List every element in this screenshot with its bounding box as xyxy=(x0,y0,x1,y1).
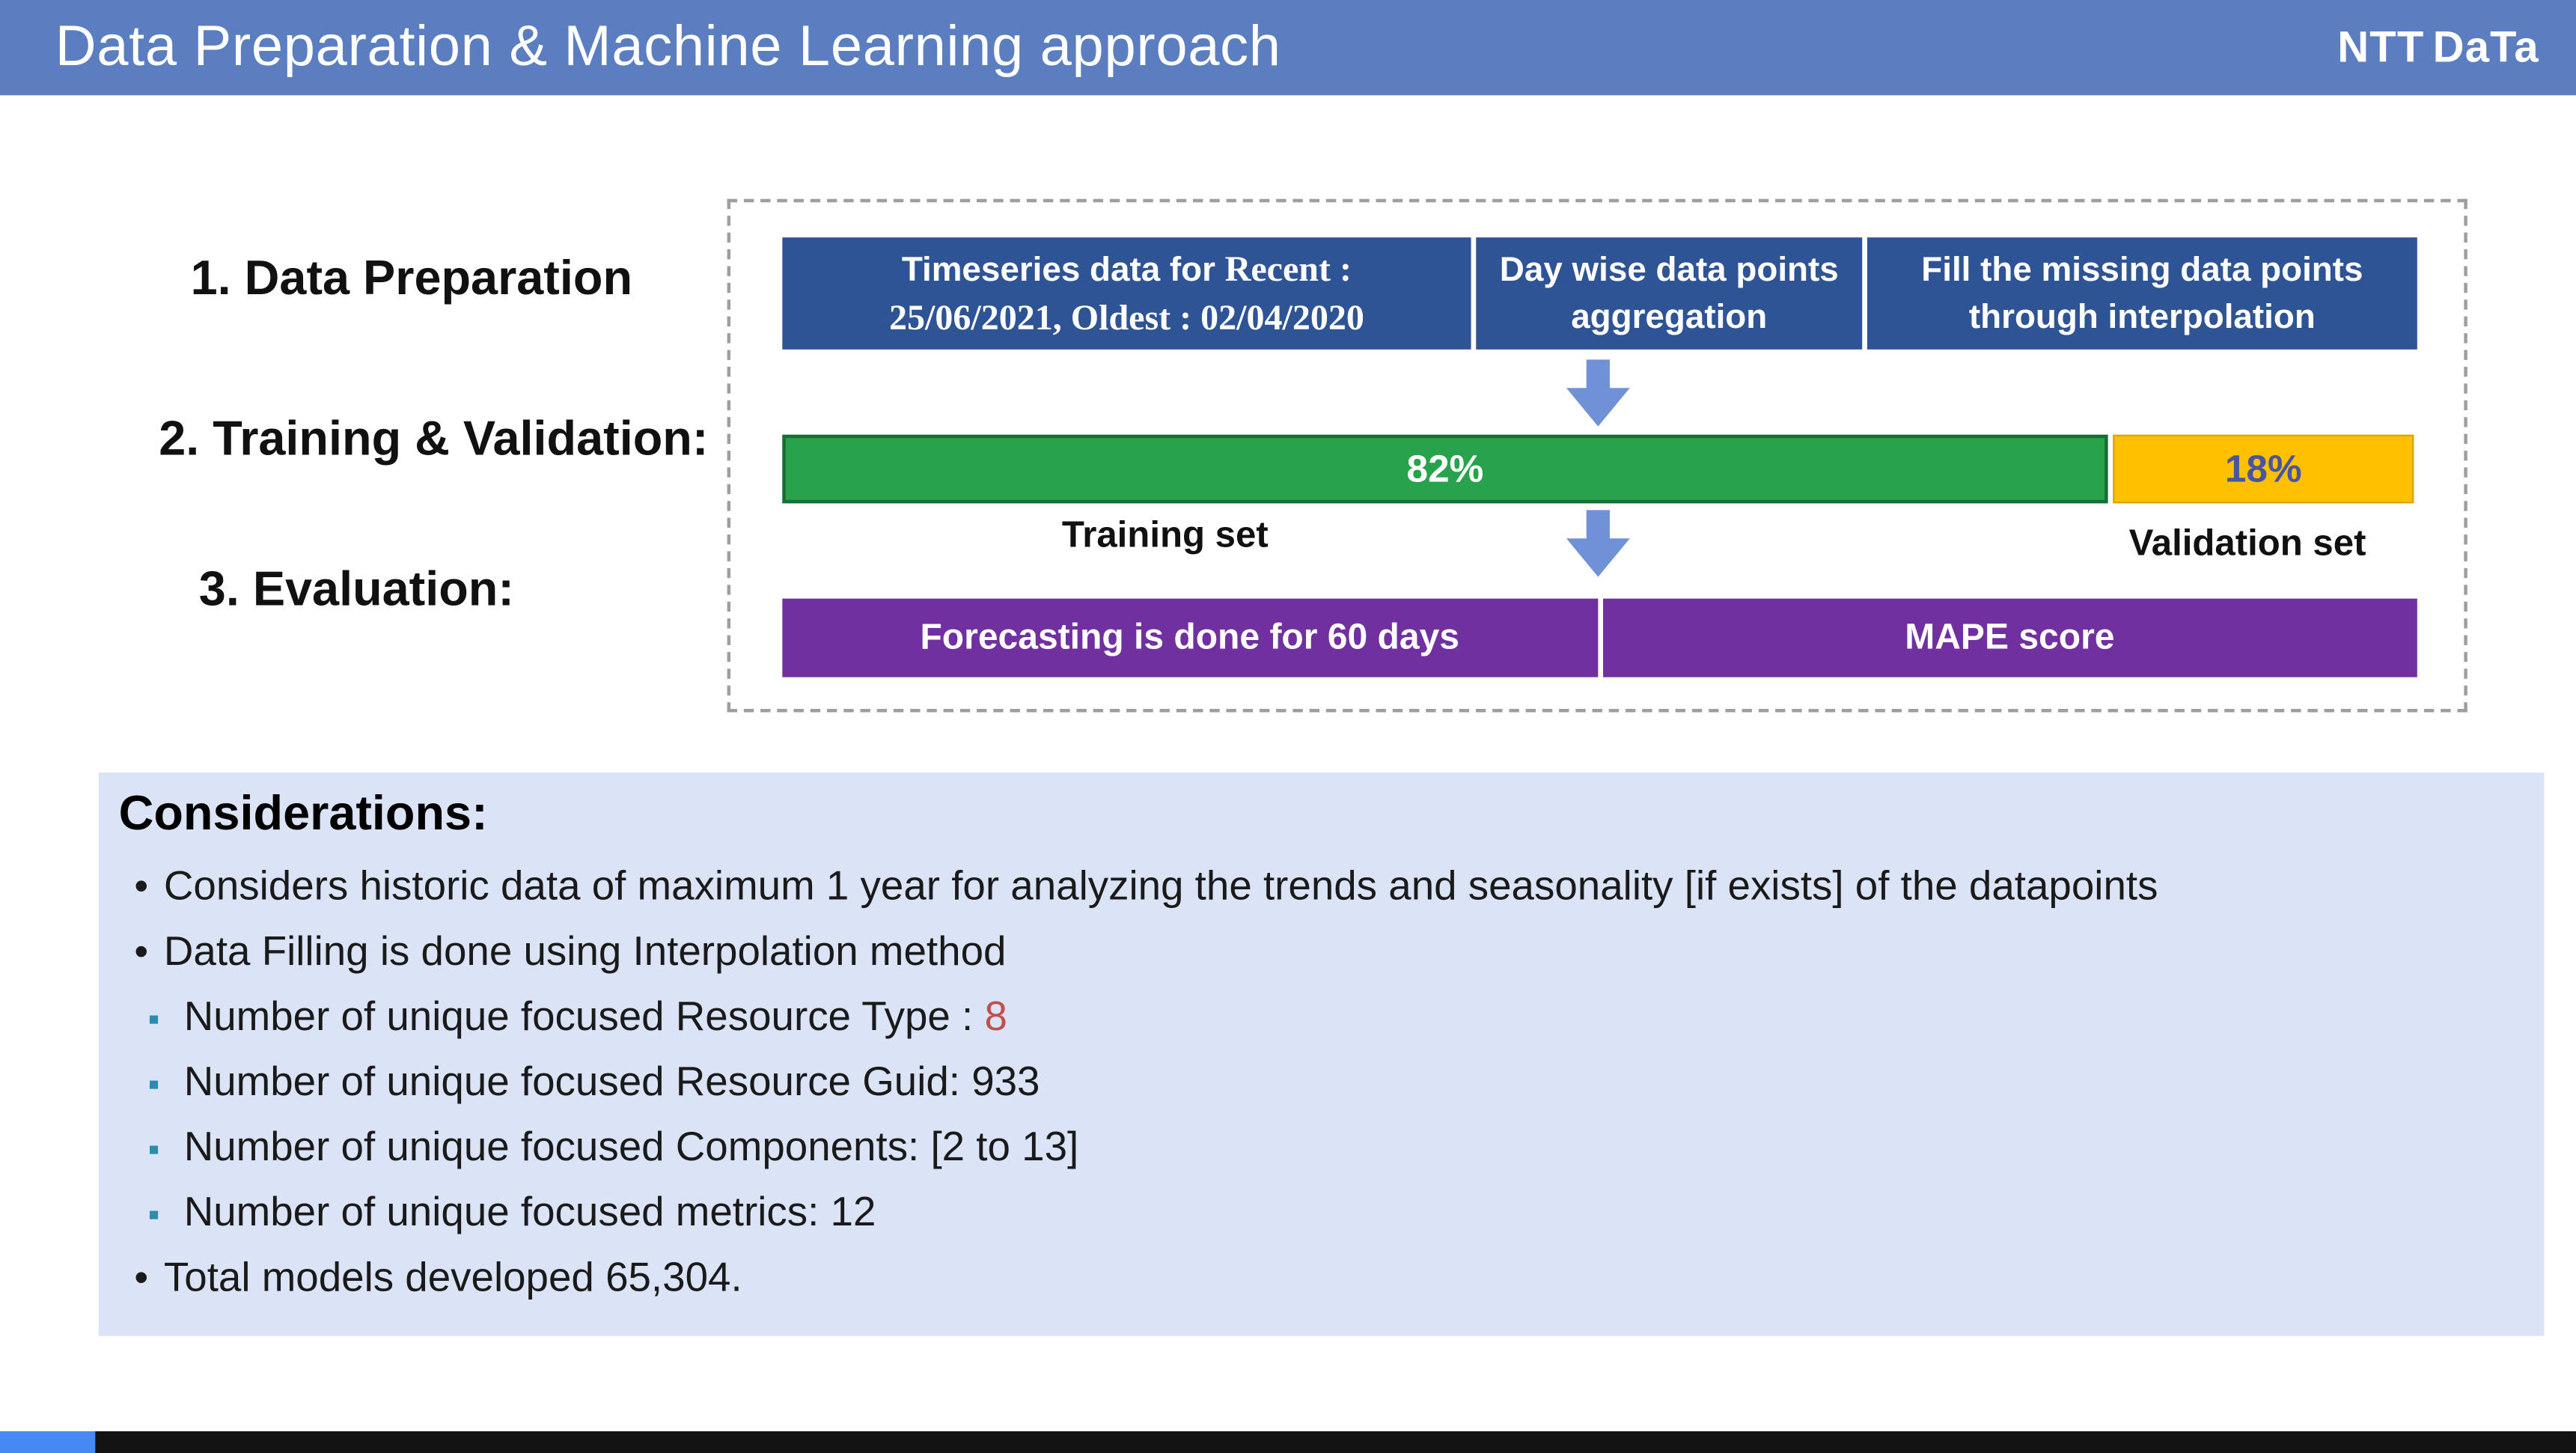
step-label-data-preparation: 1. Data Preparation xyxy=(190,252,633,306)
bullet-square-icon: ▪ xyxy=(147,1066,160,1103)
bullet-dot-icon: • xyxy=(134,1255,149,1300)
list-item-text: Data Filling is done using Interpolation… xyxy=(163,929,1007,975)
list-item: • Total models developed 65,304. xyxy=(119,1255,2508,1302)
timeseries-data-box: Timeseries data for Recent : 25/06/2021,… xyxy=(782,237,1471,350)
bullet-square-icon: ▪ xyxy=(147,1131,160,1169)
daywise-aggregation-box: Day wise data points aggregation xyxy=(1476,237,1863,350)
timeseries-dates: 25/06/2021, Oldest : 02/04/2020 xyxy=(888,296,1364,338)
training-percent-label: 82% xyxy=(1406,446,1484,490)
validation-percent-label: 18% xyxy=(2224,446,2302,490)
list-item-text: Number of unique focused Resource Type :… xyxy=(183,994,1007,1041)
list-item-text: Number of unique focused Resource Guid: … xyxy=(183,1059,1040,1105)
list-item: • Data Filling is done using Interpolati… xyxy=(119,929,2508,976)
training-set-caption: Training set xyxy=(1061,513,1269,555)
considerations-panel: Considerations: • Considers historic dat… xyxy=(98,772,2545,1336)
considerations-list: • Considers historic data of maximum 1 y… xyxy=(119,864,2508,1302)
forecasting-box: Forecasting is done for 60 days xyxy=(782,598,1598,677)
page-title: Data Preparation & Machine Learning appr… xyxy=(55,15,1281,79)
interpolation-box: Fill the missing data points through int… xyxy=(1867,237,2417,350)
step-label-training-validation: 2. Training & Validation: xyxy=(159,412,709,467)
bullet-dot-icon: • xyxy=(134,929,149,975)
process-diagram: Timeseries data for Recent : 25/06/2021,… xyxy=(727,198,2467,713)
down-arrow-icon xyxy=(1566,359,1630,427)
step-label-evaluation: 3. Evaluation: xyxy=(198,563,514,618)
mape-score-box: MAPE score xyxy=(1602,598,2417,677)
list-item-text: Number of unique focused metrics: 12 xyxy=(183,1189,876,1235)
bullet-square-icon: ▪ xyxy=(147,1196,160,1234)
timeseries-text: Timeseries data for xyxy=(901,251,1225,290)
highlight-value: 8 xyxy=(984,994,1007,1041)
timeseries-recent-label: Recent : xyxy=(1224,249,1352,290)
validation-set-bar: 18% xyxy=(2113,434,2414,504)
video-progress-fill xyxy=(0,1431,96,1453)
list-item-text-main: Number of unique focused Resource Type : xyxy=(183,994,985,1041)
down-arrow-icon xyxy=(1566,510,1630,577)
logo-text-data: DaTa xyxy=(2432,22,2539,73)
considerations-title: Considerations: xyxy=(118,788,488,841)
list-item-text: Number of unique focused Components: [2 … xyxy=(183,1124,1079,1170)
training-set-bar: 82% xyxy=(782,434,2108,504)
list-item: ▪ Number of unique focused Components: [… xyxy=(119,1124,2508,1172)
evaluation-row: Forecasting is done for 60 days MAPE sco… xyxy=(782,598,2417,677)
bullet-dot-icon: • xyxy=(134,864,149,910)
list-item: ▪ Number of unique focused Resource Type… xyxy=(119,994,2508,1041)
data-preparation-row: Timeseries data for Recent : 25/06/2021,… xyxy=(782,237,2417,350)
validation-set-caption: Validation set xyxy=(2128,521,2366,564)
list-item: ▪ Number of unique focused metrics: 12 xyxy=(119,1189,2508,1237)
slide-header: Data Preparation & Machine Learning appr… xyxy=(0,0,2576,96)
bullet-square-icon: ▪ xyxy=(147,1001,160,1038)
list-item: ▪ Number of unique focused Resource Guid… xyxy=(119,1059,2508,1106)
list-item-text: Total models developed 65,304. xyxy=(163,1255,742,1300)
list-item: • Considers historic data of maximum 1 y… xyxy=(119,864,2508,911)
logo-text-ntt: NTT xyxy=(2337,22,2425,73)
list-item-text: Considers historic data of maximum 1 yea… xyxy=(163,864,2158,910)
video-progress-bar[interactable] xyxy=(0,1431,2576,1453)
